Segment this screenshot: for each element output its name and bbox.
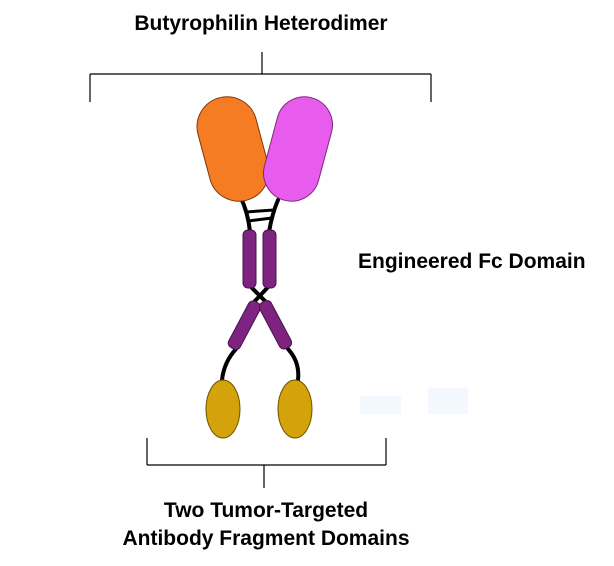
- linkers: [220, 194, 301, 382]
- hinge-left: [248, 284, 268, 304]
- fc-upper-left: [242, 229, 257, 289]
- linker-right-top: [267, 198, 280, 234]
- linker-left-bottom: [220, 347, 238, 382]
- fc-lower-right: [258, 300, 293, 350]
- butyrophilin-heterodimer-label: Butyrophilin Heterodimer: [134, 12, 388, 35]
- faint-artifact-1: [360, 396, 401, 414]
- bottom-bracket: [146, 438, 387, 488]
- antibody-fragment-domains-label: Two Tumor-Targeted Antibody Fragment Dom…: [90, 497, 442, 553]
- hinge-right: [252, 284, 271, 304]
- linker-right-bottom: [286, 347, 301, 382]
- disulfide-bridge-1: [244, 208, 276, 214]
- butyrophilin-right-domain: [263, 96, 333, 202]
- fc-lower-left: [227, 300, 262, 350]
- butyrophilin-left-domain: [196, 96, 270, 202]
- top-bracket: [89, 52, 432, 102]
- fc-domain: [227, 229, 293, 350]
- antibody-fragments: [205, 379, 313, 439]
- engineered-fc-domain-label: Engineered Fc Domain: [358, 250, 586, 273]
- fc-upper-right: [262, 229, 277, 289]
- antibody-fragment-left: [205, 379, 241, 439]
- disulfide-bridge-2: [246, 216, 274, 223]
- antibody-fragment-label-line1: Two Tumor-Targeted: [163, 499, 369, 522]
- faint-artifact-2: [428, 388, 468, 414]
- antibody-fragment-right: [277, 379, 313, 439]
- antibody-fragment-label-line2: Antibody Fragment Domains: [122, 527, 410, 550]
- butyrophilin-domains: [196, 96, 333, 202]
